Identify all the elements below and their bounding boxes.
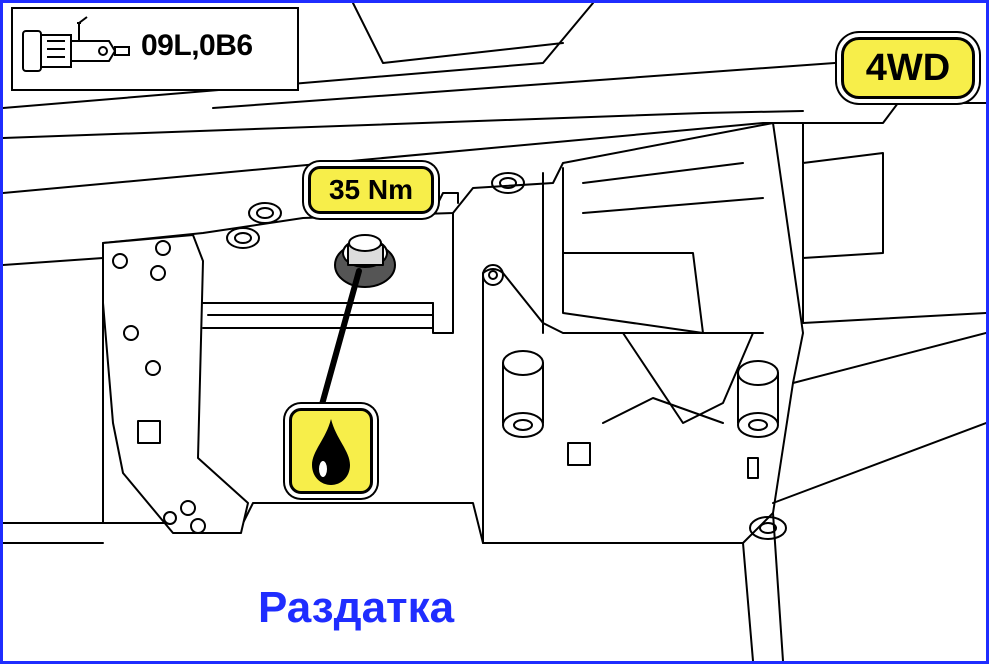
upper-ledge bbox=[3, 110, 804, 139]
plug-pointer bbox=[318, 268, 362, 411]
transfer-case-drawing bbox=[3, 3, 986, 661]
flange-hole bbox=[180, 500, 196, 516]
caption: Раздатка bbox=[258, 583, 455, 632]
flange-hole bbox=[163, 511, 177, 525]
torque-badge: 35 Nm bbox=[308, 166, 434, 214]
flange-hole bbox=[123, 325, 139, 341]
oil-badge bbox=[289, 408, 373, 494]
upper-panel bbox=[3, 3, 986, 194]
flange-hole bbox=[155, 240, 171, 256]
gearbox-code-box: 09L,0B6 bbox=[11, 7, 299, 91]
gearbox-code: 09L,0B6 bbox=[141, 29, 253, 62]
drive-type-badge: 4WD bbox=[841, 37, 975, 99]
top-rail bbox=[212, 57, 904, 109]
shaft bbox=[202, 302, 434, 329]
upper-edge bbox=[352, 3, 564, 64]
flange-hole bbox=[150, 265, 166, 281]
flange-hole bbox=[145, 360, 161, 376]
transmission-icon bbox=[22, 16, 130, 72]
flange-hole bbox=[112, 253, 128, 269]
flange-plate bbox=[102, 234, 249, 534]
flange-hole bbox=[190, 518, 206, 534]
oil-drop-icon bbox=[312, 419, 350, 485]
oil-filler-plug bbox=[334, 234, 396, 288]
